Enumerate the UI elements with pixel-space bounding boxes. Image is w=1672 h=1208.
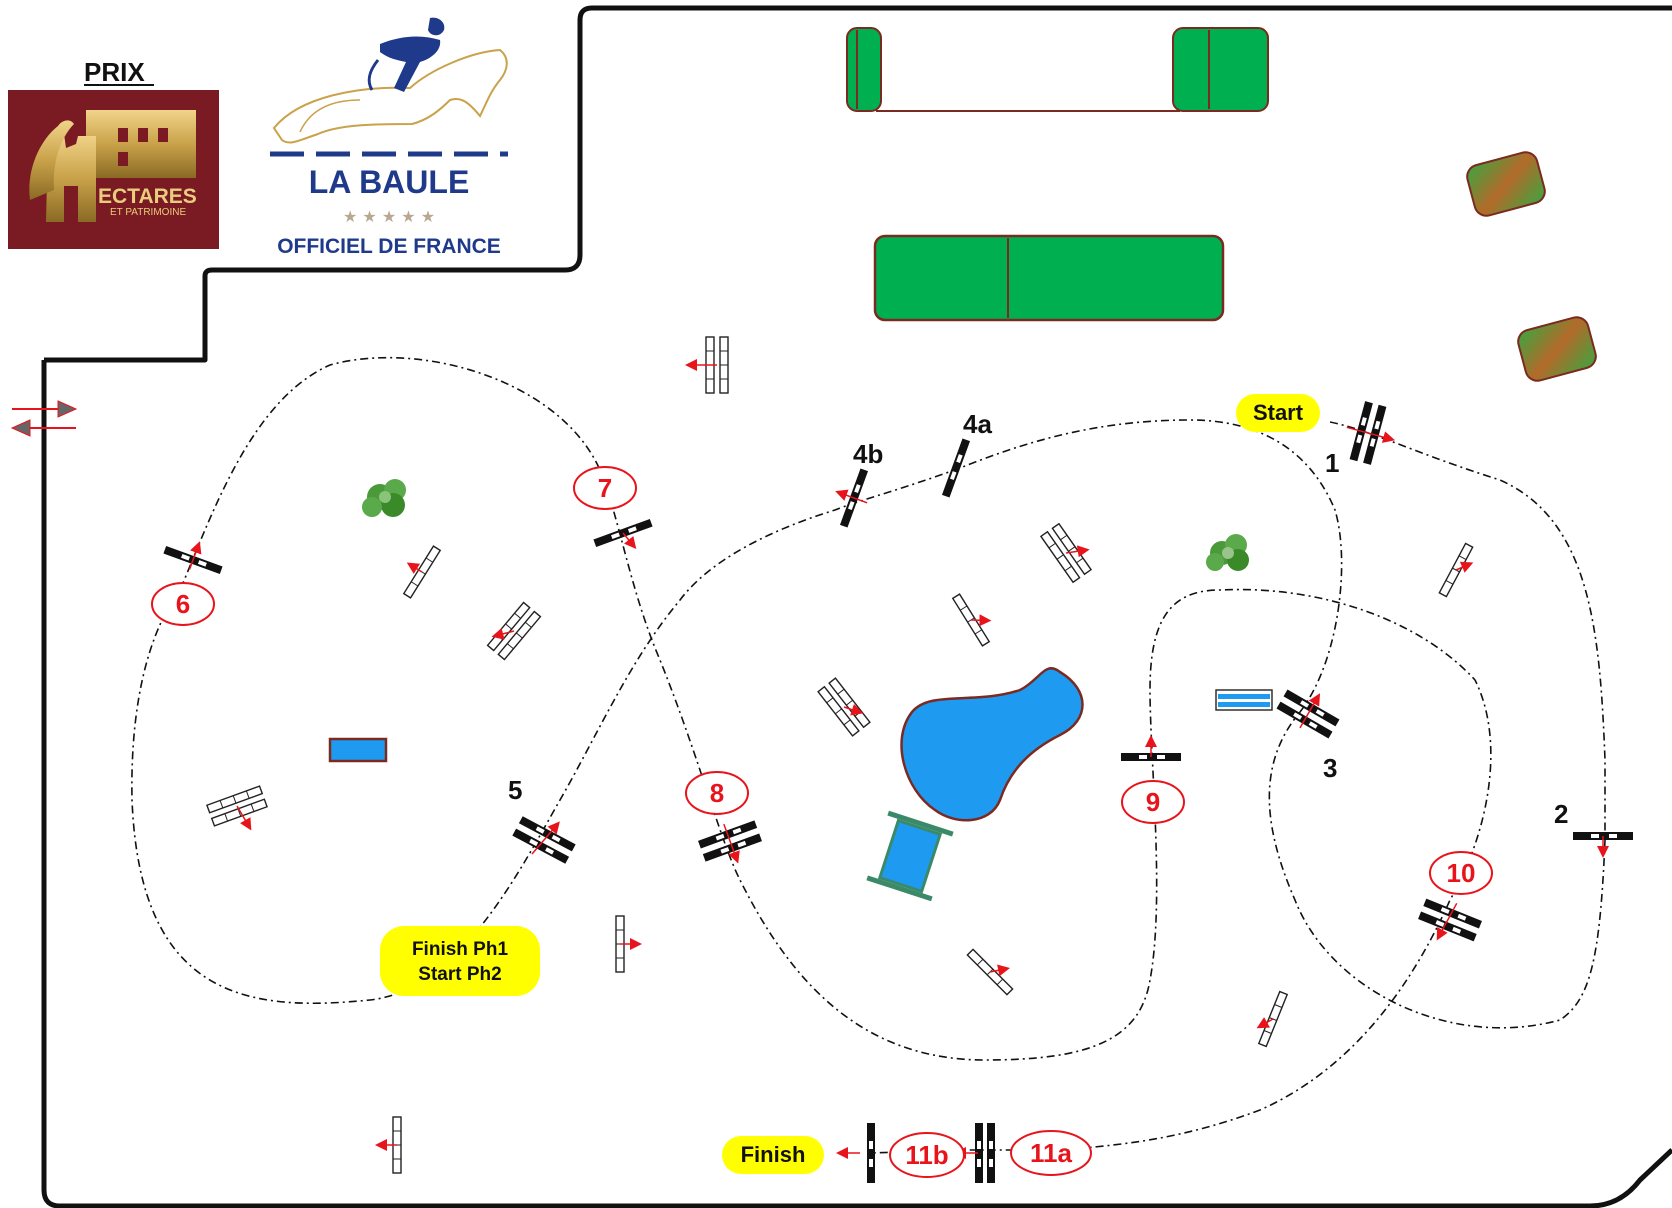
hedge-large (873, 234, 1225, 322)
obstacle-label-4b: 4b (853, 439, 883, 469)
obstacle-badge-9: 9 (1121, 780, 1185, 824)
obstacle-4a (941, 438, 971, 498)
obstacle-label-1: 1 (1325, 448, 1339, 478)
hedge-top-right (1172, 27, 1269, 112)
svg-text:11a: 11a (1030, 1138, 1072, 1168)
obstacle-11b (867, 1123, 875, 1183)
finish-marker: Finish (722, 1136, 824, 1174)
liverpool-jump (866, 810, 954, 902)
spare-obstacle (615, 915, 642, 973)
spare-obstacle (1040, 523, 1092, 583)
obstacle-badge-10: 10 (1429, 851, 1493, 895)
svg-text:Start: Start (1253, 400, 1304, 425)
svg-text:7: 7 (598, 473, 612, 503)
svg-text:10: 10 (1447, 858, 1476, 888)
svg-text:Finish Ph1: Finish Ph1 (412, 939, 509, 960)
obstacle-badge-11b: 11b (889, 1132, 965, 1178)
svg-text:6: 6 (176, 589, 190, 619)
spare-obstacle (1438, 542, 1474, 598)
spare-obstacle (817, 677, 871, 737)
la-baule-logo: LA BAULE ★ ★ ★ ★ ★ OFFICIEL DE FRANCE (270, 17, 508, 258)
obstacle-5 (512, 816, 576, 864)
obstacle-8 (698, 820, 762, 864)
spare-obstacle (375, 1116, 402, 1174)
obstacle-badge-7: 7 (573, 466, 637, 510)
obstacle-7 (593, 518, 653, 550)
obstacle-label-3: 3 (1323, 753, 1337, 783)
spare-obstacle (403, 545, 441, 599)
flower-bed-1 (1466, 151, 1546, 217)
obstacle-10 (1418, 898, 1482, 942)
route-phase1 (131, 356, 1606, 1154)
obstacle-2 (1573, 832, 1633, 858)
obstacle-6 (163, 541, 223, 575)
spare-obstacle (685, 336, 729, 394)
spare-obstacle (1256, 990, 1288, 1048)
obstacle-3 (1276, 689, 1340, 739)
obstacle-badge-8: 8 (685, 771, 749, 815)
obstacle-badge-11a: 11a (1010, 1130, 1092, 1176)
water-pond (900, 667, 1084, 822)
obstacle-badge-6: 6 (151, 582, 215, 626)
svg-text:Finish: Finish (741, 1142, 806, 1167)
obstacle-4b (835, 468, 869, 528)
spare-obstacle (206, 785, 268, 831)
water-rail-jump (1215, 689, 1273, 711)
obstacle-label-4a: 4a (963, 409, 992, 439)
prix-label: PRIX (84, 57, 145, 87)
svg-text:Start Ph2: Start Ph2 (418, 964, 501, 985)
hedge-top-small (846, 27, 882, 112)
svg-text:9: 9 (1146, 787, 1160, 817)
spare-obstacle (486, 601, 542, 661)
svg-text:11b: 11b (905, 1140, 948, 1170)
obstacle-label-5: 5 (508, 775, 522, 805)
bush-icon (362, 479, 406, 517)
phase-change-marker: Finish Ph1 Start Ph2 (380, 926, 540, 996)
sponsor-name: ECTARES (98, 185, 197, 208)
sponsor-logo: ECTARES ET PATRIMOINE (8, 90, 219, 249)
obstacle-label-2: 2 (1554, 799, 1568, 829)
la-baule-subtitle: OFFICIEL DE FRANCE (277, 235, 501, 258)
sponsor-subtitle: ET PATRIMOINE (110, 207, 186, 218)
svg-text:8: 8 (710, 778, 724, 808)
spare-obstacle (952, 593, 992, 647)
la-baule-stars: ★ ★ ★ ★ ★ (343, 207, 435, 226)
spare-obstacle (966, 948, 1014, 996)
obstacle-9 (1121, 735, 1181, 761)
start-marker: Start (1236, 394, 1320, 432)
la-baule-title: LA BAULE (309, 164, 470, 200)
water-tray-left (328, 737, 388, 763)
entry-exit-arrows-icon (10, 400, 78, 437)
bush-icon (1206, 534, 1249, 571)
flower-bed-2 (1517, 316, 1597, 382)
arena-border (41, 5, 1672, 1208)
obstacle-1 (1346, 401, 1396, 465)
